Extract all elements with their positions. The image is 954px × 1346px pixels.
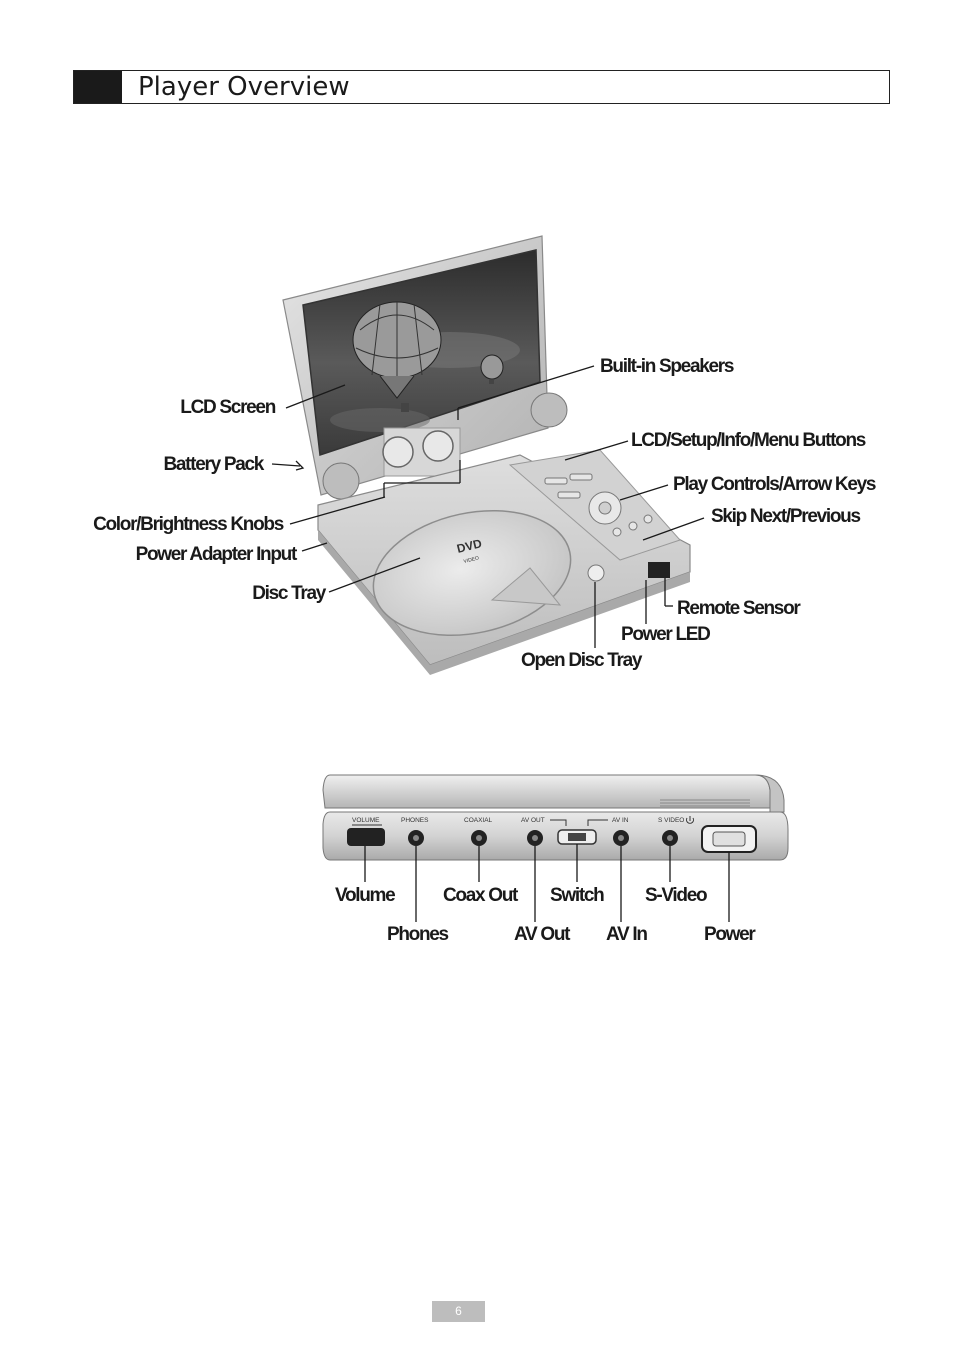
volume-wheel bbox=[347, 828, 385, 846]
label-volume: Volume bbox=[335, 885, 396, 906]
label-power-led: Power LED bbox=[621, 624, 711, 645]
av-in-jack bbox=[613, 830, 629, 846]
label-battery-pack: Battery Pack bbox=[163, 454, 264, 475]
label-switch: Switch bbox=[550, 885, 605, 906]
label-skip: Skip Next/Previous bbox=[711, 506, 861, 527]
coaxial-jack bbox=[471, 830, 487, 846]
label-menu-buttons: LCD/Setup/Info/Menu Buttons bbox=[631, 430, 866, 451]
label-open-tray: Open Disc Tray bbox=[521, 650, 642, 671]
print-av-in: AV IN bbox=[612, 817, 629, 824]
av-switch bbox=[557, 829, 597, 845]
phones-jack bbox=[408, 830, 424, 846]
print-volume: VOLUME bbox=[352, 817, 380, 824]
balloon-image bbox=[352, 301, 504, 412]
s-video-jack bbox=[662, 830, 678, 846]
power-switch bbox=[701, 825, 757, 853]
label-speakers: Built-in Speakers bbox=[600, 356, 734, 377]
label-play-controls: Play Controls/Arrow Keys bbox=[673, 474, 876, 495]
player-illustration: DVD VIDEO bbox=[271, 235, 705, 675]
label-remote-sensor: Remote Sensor bbox=[677, 598, 801, 619]
print-s-video: S VIDEO bbox=[658, 817, 684, 824]
label-power: Power bbox=[704, 924, 756, 945]
print-phones: PHONES bbox=[401, 817, 429, 824]
print-coaxial: COAXIAL bbox=[464, 817, 493, 824]
section-header: Player Overview bbox=[73, 70, 890, 104]
av-out-jack bbox=[527, 830, 543, 846]
header-block bbox=[74, 71, 122, 103]
label-disc-tray: Disc Tray bbox=[252, 583, 326, 604]
disc-tray bbox=[372, 509, 572, 637]
label-power-adapter: Power Adapter Input bbox=[135, 544, 298, 565]
svg-text:VIDEO: VIDEO bbox=[463, 555, 480, 565]
page-number: 6 bbox=[432, 1301, 485, 1322]
page-title: Player Overview bbox=[138, 72, 350, 102]
label-phones: Phones bbox=[387, 924, 449, 945]
label-lcd-screen: LCD Screen bbox=[180, 397, 276, 418]
label-av-out: AV Out bbox=[514, 924, 570, 945]
print-av-out: AV OUT bbox=[521, 817, 545, 824]
label-av-in: AV In bbox=[606, 924, 648, 945]
label-color-knobs: Color/Brightness Knobs bbox=[93, 514, 284, 535]
label-s-video: S-Video bbox=[645, 885, 708, 906]
dvd-logo: DVD bbox=[455, 536, 483, 556]
label-coax-out: Coax Out bbox=[443, 885, 518, 906]
